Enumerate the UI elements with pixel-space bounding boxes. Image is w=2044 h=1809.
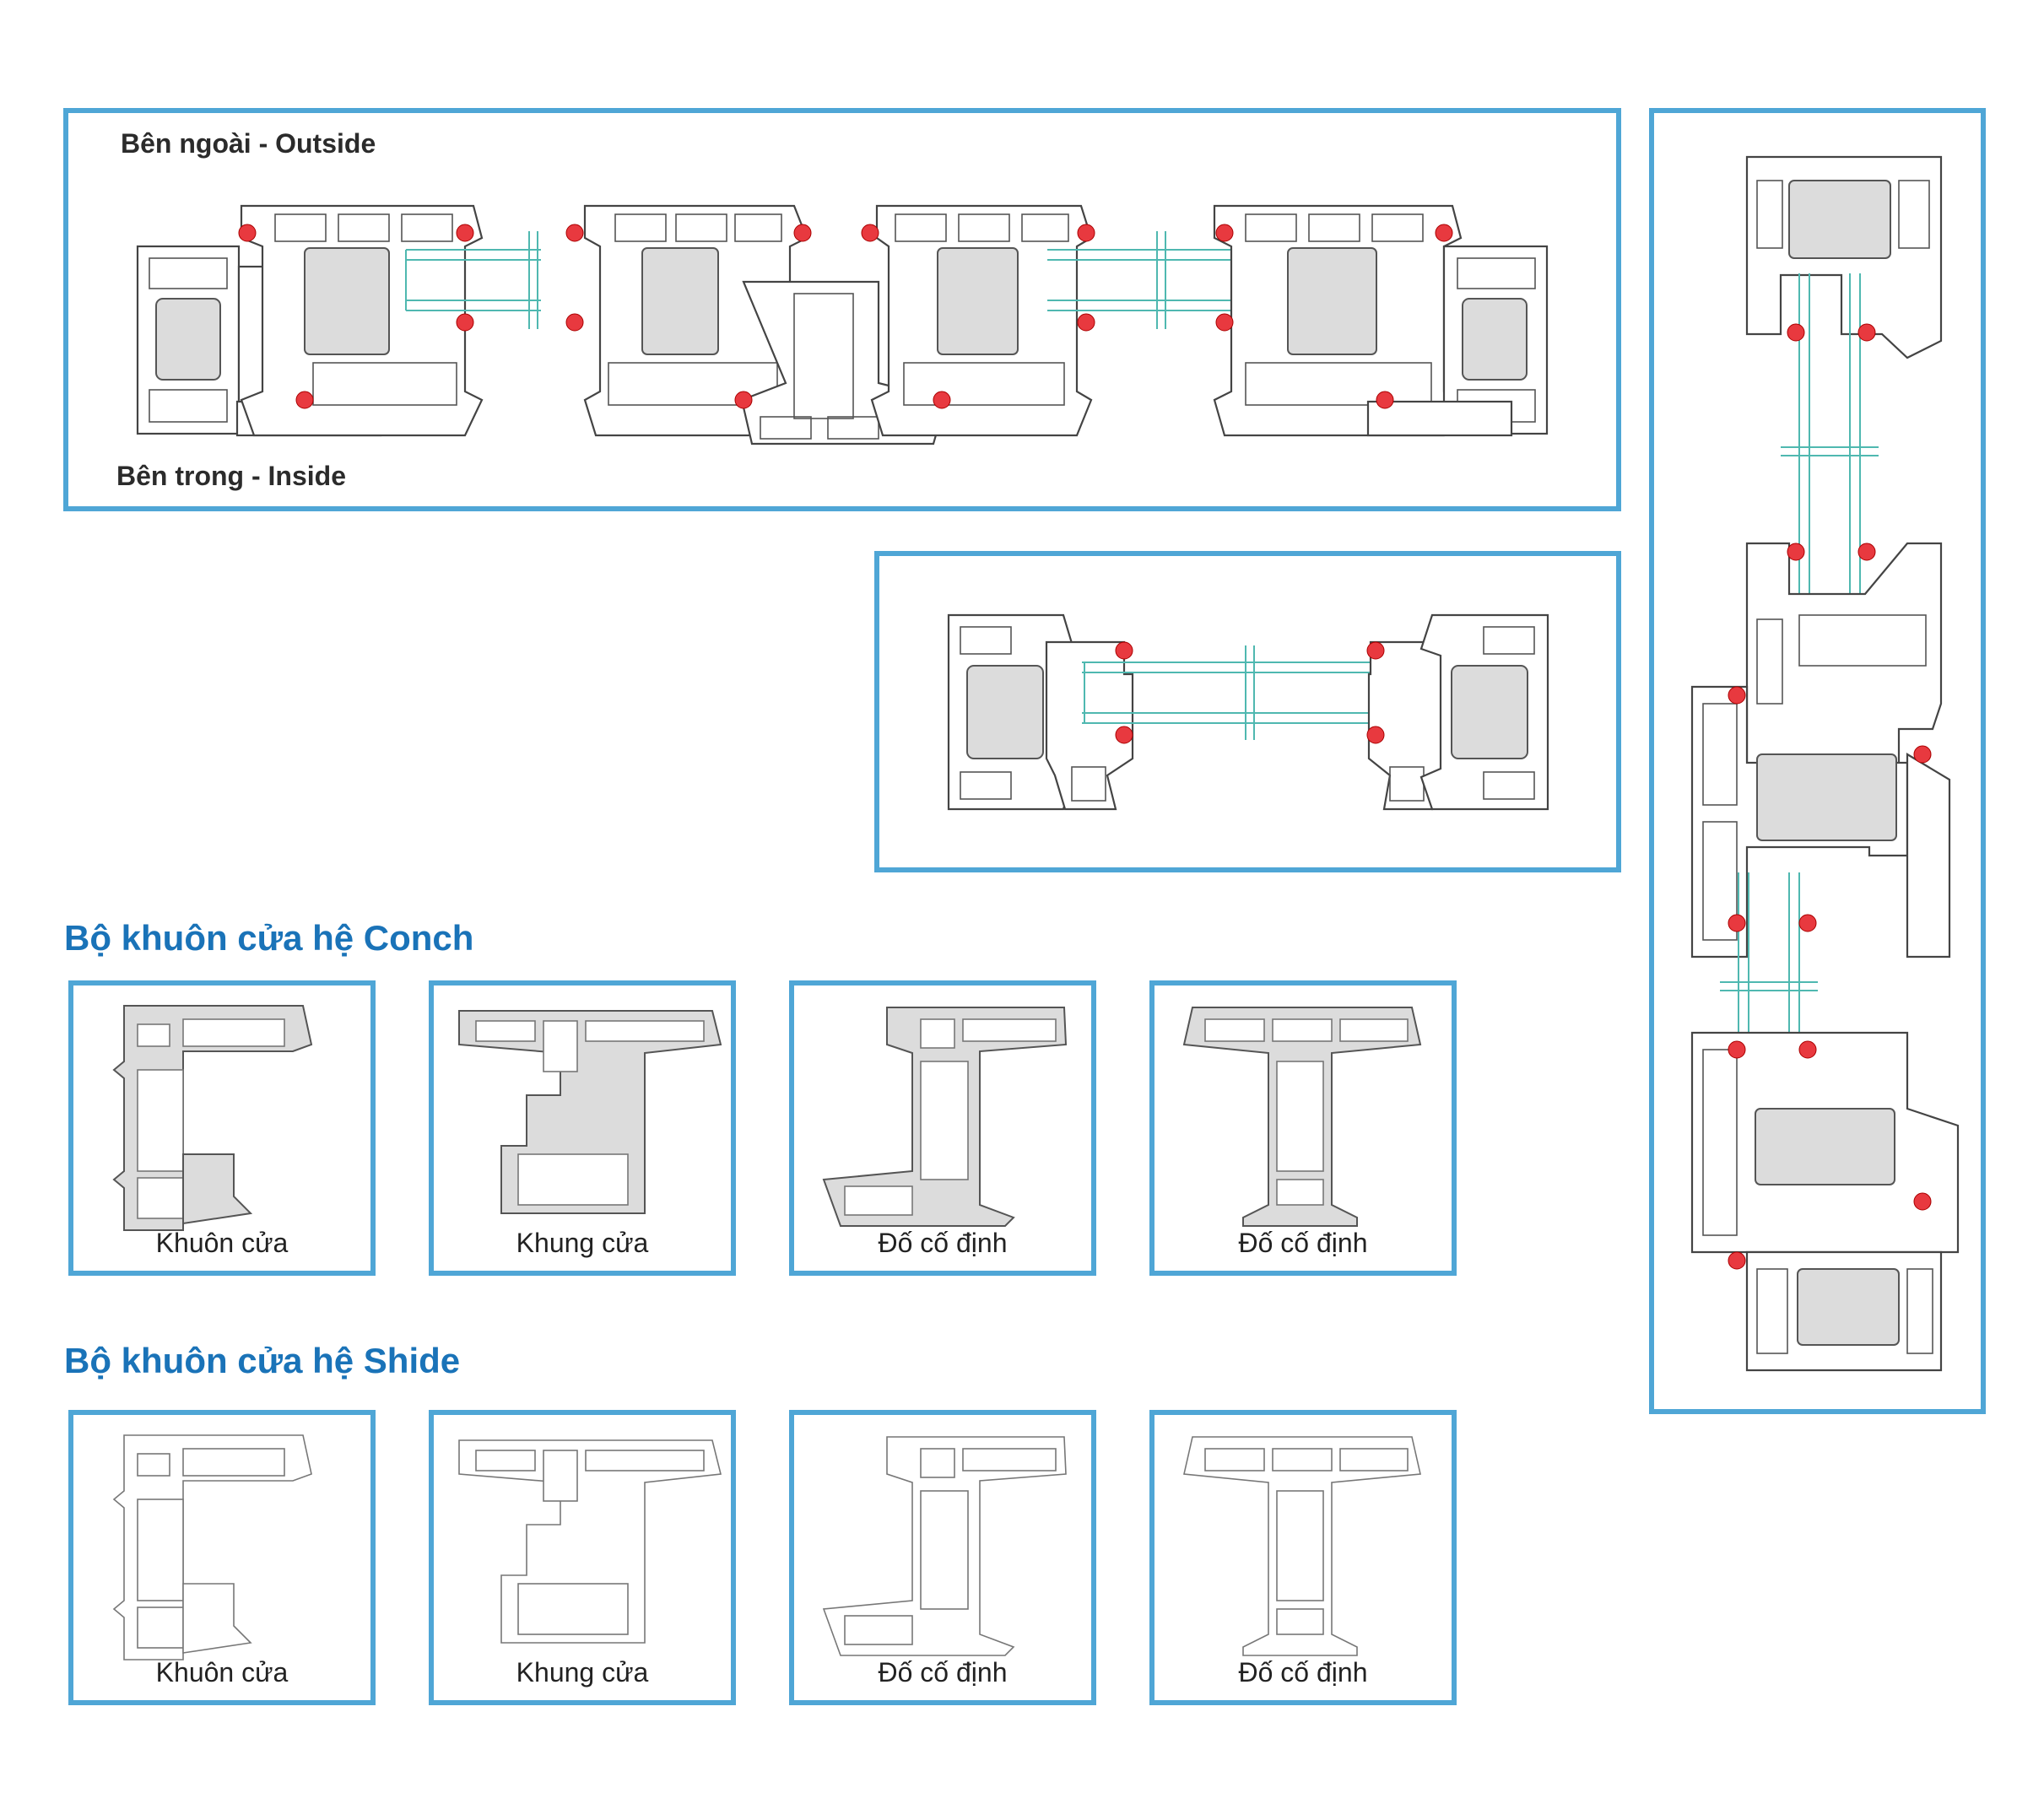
conch-item-caption: Khuôn cửa <box>155 1228 289 1258</box>
shide-section-title: Bộ khuôn cửa hệ Shide <box>64 1341 461 1380</box>
left-sash-profile <box>240 204 484 437</box>
shide-item-frame: Khuôn cửa <box>68 1410 376 1705</box>
shide-item-sash: Khung cửa <box>429 1410 736 1705</box>
right-frame-profile <box>1419 613 1549 811</box>
sash-profile-icon <box>458 1439 722 1644</box>
frame-profile-icon <box>112 1434 312 1660</box>
shide-item-caption: Đố cố định <box>1238 1657 1368 1688</box>
top-frame-profile <box>1745 155 1943 359</box>
vertical-section-box <box>1649 108 1986 1414</box>
conch-item-frame: Khuôn cửa <box>68 980 376 1276</box>
single-sash-section-box <box>874 551 1621 872</box>
single-sash-section-drawing <box>947 613 1549 811</box>
conch-item-t-mullion: Đố cố định <box>1149 980 1457 1276</box>
sash-profile <box>1690 685 1951 958</box>
right-glass-unit <box>1047 231 1233 329</box>
right-sash-profile <box>1213 204 1463 437</box>
horizontal-section-box: Bên ngoài - Outside Bên trong - Inside <box>63 108 1621 511</box>
conch-item-caption: Đố cố định <box>878 1228 1008 1258</box>
gasket-markers <box>1115 641 1385 744</box>
mullion-profile-icon <box>822 1007 1068 1227</box>
mullion-profile-icon <box>822 1436 1067 1656</box>
shide-item-caption: Khuôn cửa <box>155 1657 289 1688</box>
right-frame-profile <box>1366 245 1549 437</box>
shide-item-mullion: Đố cố định <box>789 1410 1096 1705</box>
inside-label: Bên trong - Inside <box>116 461 346 491</box>
conch-item-sash: Khung cửa <box>429 980 736 1276</box>
gasket-markers <box>238 224 1453 409</box>
shide-item-caption: Khung cửa <box>516 1657 649 1688</box>
left-glass-unit <box>405 231 541 329</box>
horizontal-section-drawing <box>136 204 1549 446</box>
sash-profile-icon <box>458 1010 722 1214</box>
transom-profile <box>1745 542 1943 773</box>
vertical-section-drawing <box>1690 155 1960 1372</box>
bottom-frame-profile <box>1745 1250 1943 1372</box>
center-right-sash-profile <box>870 204 1093 437</box>
frame-profile-icon <box>112 1005 313 1231</box>
conch-section-title: Bộ khuôn cửa hệ Conch <box>64 918 474 958</box>
left-sash-profile <box>1045 640 1134 811</box>
t-mullion-profile-icon <box>1183 1436 1421 1656</box>
conch-item-caption: Khung cửa <box>516 1228 649 1258</box>
shide-item-caption: Đố cố định <box>878 1657 1008 1688</box>
left-frame-profile <box>947 613 1075 811</box>
gasket-markers <box>1728 323 1932 1270</box>
shide-item-t-mullion: Đố cố định <box>1149 1410 1457 1705</box>
t-mullion-profile-icon <box>1182 1007 1422 1227</box>
outside-label: Bên ngoài - Outside <box>121 128 376 159</box>
conch-item-mullion: Đố cố định <box>789 980 1096 1276</box>
conch-item-caption: Đố cố định <box>1238 1228 1368 1258</box>
lower-sash-profile <box>1690 1031 1960 1254</box>
